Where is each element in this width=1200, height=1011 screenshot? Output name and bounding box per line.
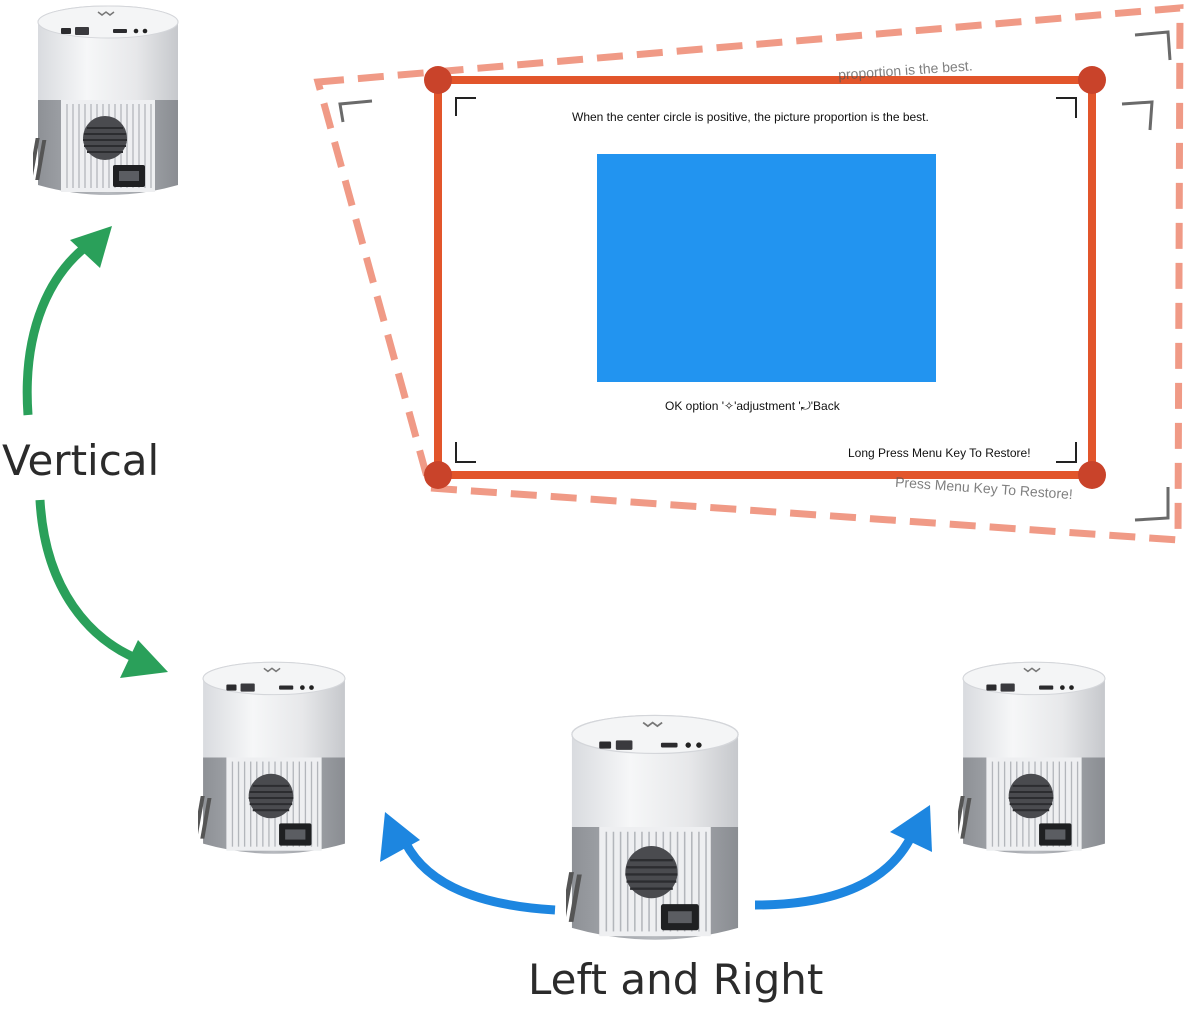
ghost-corner-brackets — [338, 30, 1172, 522]
screen-corner-brackets — [455, 97, 1077, 463]
arrow-head-down-icon — [120, 640, 168, 678]
right-arrow — [754, 805, 932, 910]
corner-handle-bottom-right[interactable] — [1078, 461, 1106, 489]
vertical-arrow-down — [35, 499, 168, 678]
controls-ok-label: OK option — [665, 399, 719, 413]
screen-top-text: When the center circle is positive, the … — [572, 110, 929, 124]
projection-area — [597, 154, 936, 382]
dpad-icon: '✧ — [721, 399, 735, 413]
arrow-head-right-icon — [890, 805, 932, 852]
vertical-arrow-up — [22, 226, 112, 416]
vertical-label: Vertical — [2, 436, 160, 485]
projector-icon-center — [566, 714, 740, 941]
projector-icon-right — [958, 661, 1106, 855]
arrow-head-left-icon — [380, 812, 420, 862]
back-icon: '⤾ — [798, 399, 811, 413]
arrow-head-up-icon — [70, 226, 112, 268]
corner-handle-top-left[interactable] — [424, 66, 452, 94]
left-arrow — [380, 812, 556, 915]
screen-controls: OK option '✧'adjustment '⤾'Back — [665, 399, 840, 414]
corner-handle-bottom-left[interactable] — [424, 461, 452, 489]
left-right-label: Left and Right — [528, 955, 824, 1004]
projector-icon-top — [33, 5, 180, 196]
keystone-dashed-outline — [313, 4, 1184, 544]
screen-bottom-text: Long Press Menu Key To Restore! — [848, 446, 1031, 460]
corner-handle-top-right[interactable] — [1078, 66, 1106, 94]
controls-adjust-label: 'adjustment — [734, 399, 796, 413]
projector-icon-left — [198, 661, 346, 855]
controls-back-label: 'Back — [810, 399, 840, 413]
